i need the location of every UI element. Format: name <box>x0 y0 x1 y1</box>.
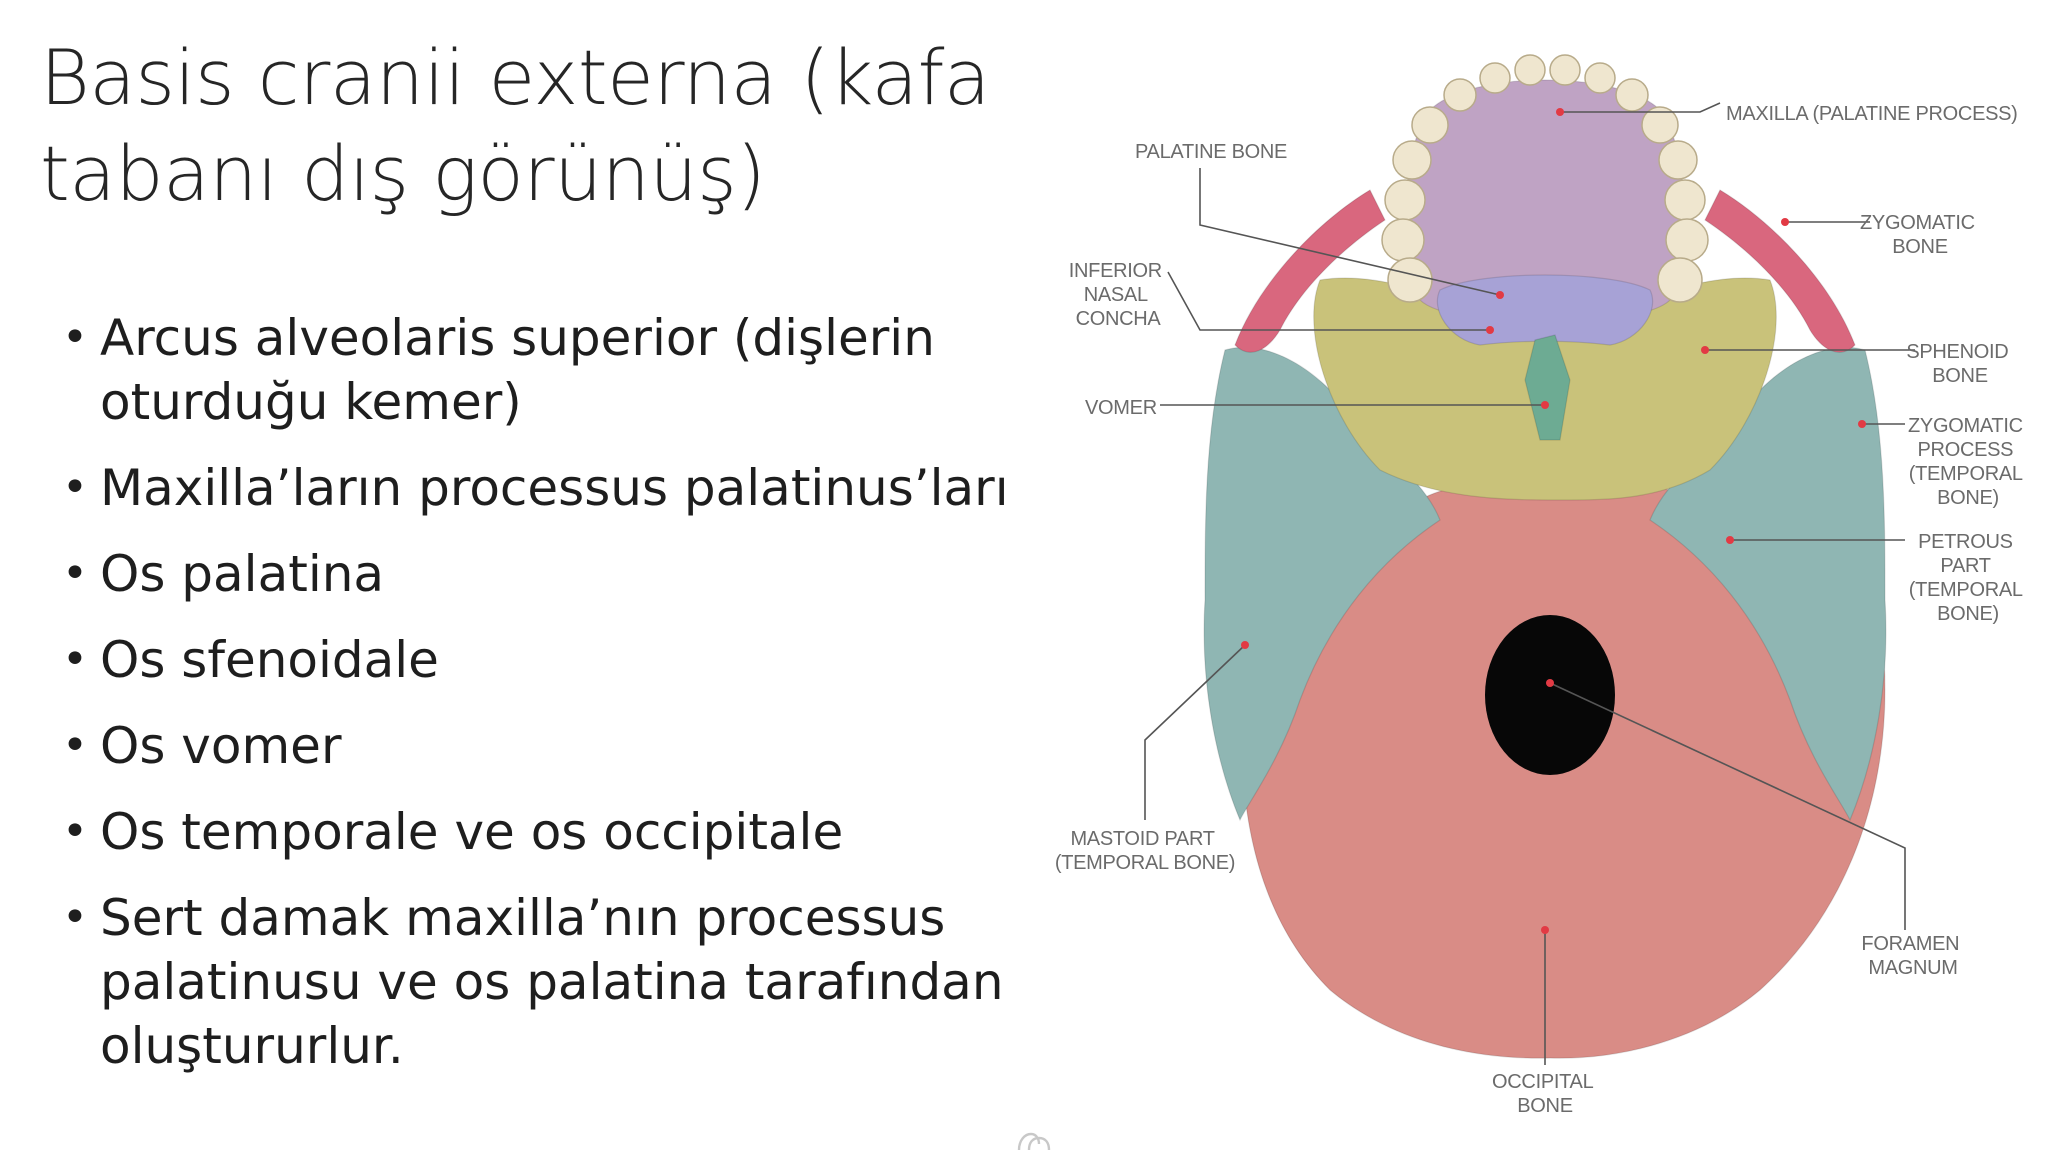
pin-palatine <box>1496 291 1504 299</box>
pin-occipital <box>1541 926 1549 934</box>
leader-maxilla <box>1560 102 1721 113</box>
pin-zygomatic-bone <box>1781 218 1789 226</box>
pin-maxilla <box>1556 108 1564 116</box>
skull-base-figure: MAXILLA (PALATINE PROCESS) PALATINE BONE… <box>1055 54 2028 1117</box>
foramen-magnum-shape <box>1485 615 1615 775</box>
pin-vomer <box>1541 401 1549 409</box>
pin-zygomatic-process <box>1858 420 1866 428</box>
label-maxilla: MAXILLA (PALATINE PROCESS) <box>1726 103 2018 125</box>
label-occipital-bone: OCCIPITAL BONE <box>1492 1071 1598 1117</box>
pin-mastoid <box>1241 641 1249 649</box>
teeth <box>1381 54 1709 303</box>
palatine-bone-shape <box>1436 274 1654 346</box>
label-palatine-bone: PALATINE BONE <box>1135 141 1287 163</box>
bullet-text: Os palatina <box>100 545 385 603</box>
bullet-item: Os palatina <box>62 542 1022 606</box>
skull-illustration <box>1203 54 1887 1059</box>
bullet-text: oturduğu kemer) <box>100 373 522 431</box>
bullet-item: Os temporale ve os occipitale <box>62 800 1022 864</box>
label-mastoid-part: MASTOID PART (TEMPORAL BONE) <box>1055 828 1235 874</box>
figure-labels: MAXILLA (PALATINE PROCESS) PALATINE BONE… <box>1055 103 2028 1117</box>
bullet-item: Maxilla’ların processus palatinus’ları <box>62 456 1022 520</box>
bullet-list: Arcus alveolaris superior (dişlerin otur… <box>62 306 1022 1100</box>
leader-mastoid <box>1144 644 1246 820</box>
vomer-shape <box>1524 334 1571 441</box>
bullet-item: Sert damak maxilla’nın processus palatin… <box>62 886 1022 1078</box>
bullet-text: Os sfenoidale <box>100 631 439 689</box>
bullet-text: Sert damak maxilla’nın processus <box>100 889 946 947</box>
label-vomer: VOMER <box>1085 397 1157 419</box>
label-inferior-nasal-concha: INFERIOR NASAL CONCHA <box>1069 260 1167 330</box>
bullet-item: Os sfenoidale <box>62 628 1022 692</box>
pin-foramen-magnum <box>1546 679 1554 687</box>
bullet-item: Os vomer <box>62 714 1022 778</box>
watermark-icon <box>1017 1132 1051 1151</box>
bullet-text: oluştururlur. <box>100 1017 404 1075</box>
bullet-text: Os temporale ve os occipitale <box>100 803 844 861</box>
label-foramen-magnum: FORAMEN MAGNUM <box>1861 933 1964 979</box>
label-zygomatic-process: ZYGOMATIC PROCESS (TEMPORAL BONE) <box>1908 415 2028 509</box>
label-sphenoid-bone: SPHENOID BONE <box>1906 341 2013 387</box>
bullet-item: Arcus alveolaris superior (dişlerin otur… <box>62 306 1022 434</box>
zygomatic-right-shape <box>1704 189 1856 353</box>
leader-foramen-magnum <box>1549 682 1906 930</box>
pin-petrous <box>1726 536 1734 544</box>
pin-inferior-nasal-concha <box>1486 326 1494 334</box>
zygomatic-left-shape <box>1234 189 1386 353</box>
title-line: Basis cranii externa (kafa <box>40 33 990 122</box>
label-petrous-part: PETROUS PART (TEMPORAL BONE) <box>1909 531 2028 625</box>
leader-palatine <box>1199 168 1501 296</box>
bullet-text: Maxilla’ların processus palatinus’ları <box>100 459 1009 517</box>
bullet-text: Arcus alveolaris superior (dişlerin <box>100 309 935 367</box>
slide-title: Basis cranii externa (kafa tabanı dış gö… <box>40 30 1030 222</box>
label-leaders <box>1144 102 1915 1065</box>
bullet-text: Os vomer <box>100 717 342 775</box>
label-zygomatic-bone: ZYGOMATIC BONE <box>1860 212 1980 258</box>
leader-inferior-nasal-concha <box>1167 271 1490 331</box>
pin-sphenoid <box>1701 346 1709 354</box>
title-line: tabanı dış görünüş) <box>40 129 766 218</box>
bullet-text: palatinusu ve os palatina tarafından <box>100 953 1004 1011</box>
